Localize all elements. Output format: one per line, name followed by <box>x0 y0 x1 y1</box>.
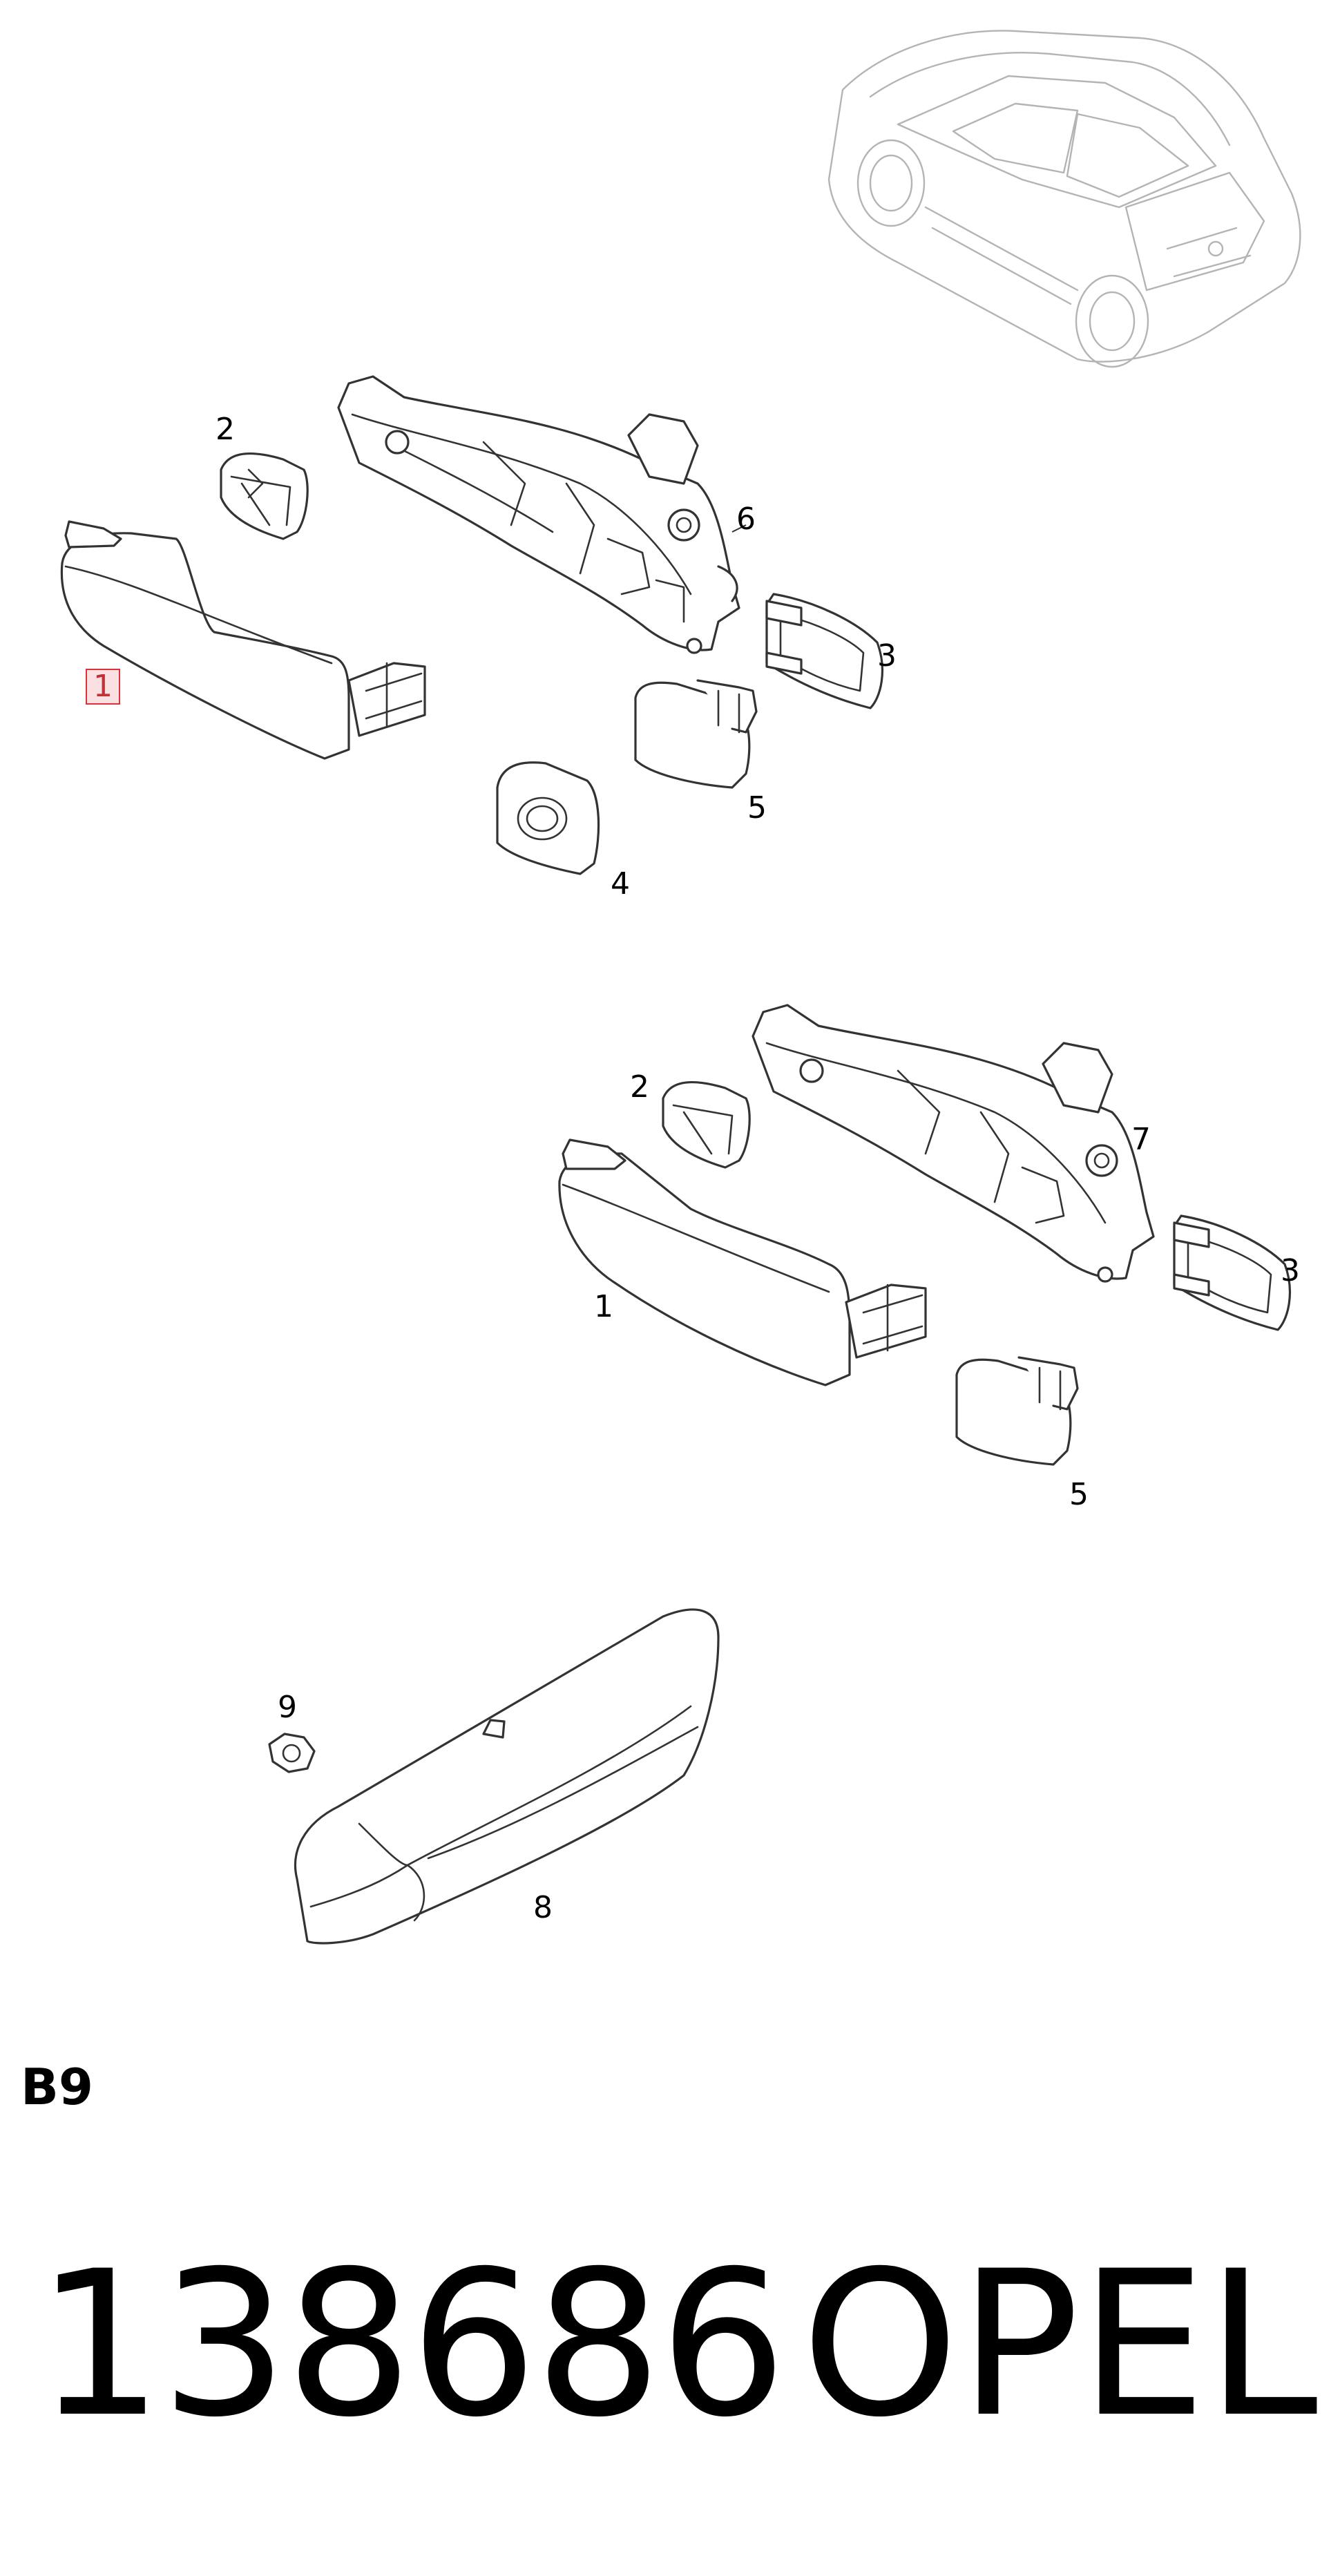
callout-mid-5: 5 <box>1069 1477 1089 1512</box>
callout-top-3: 3 <box>877 638 897 674</box>
gasket-part-3-top <box>765 593 884 709</box>
callout-top-4: 4 <box>611 866 630 901</box>
insert-part-2-mid <box>662 1080 751 1169</box>
nut-part-9 <box>268 1733 316 1773</box>
lock-cover-part-4 <box>496 761 600 875</box>
callout-top-6: 6 <box>736 502 756 537</box>
gasket-part-3-mid <box>1173 1214 1292 1331</box>
callout-top-2: 2 <box>216 412 235 447</box>
handle-part-1-mid <box>558 1138 927 1386</box>
callout-top-5: 5 <box>747 790 767 826</box>
section-code: B9 <box>21 2058 93 2116</box>
bracket-frame-part-7 <box>752 1004 1155 1283</box>
brand-name: OPEL <box>801 2229 1318 2461</box>
callout-mid-2: 2 <box>630 1069 649 1105</box>
bracket-frame-part-6 <box>337 375 740 654</box>
callout-bot-8: 8 <box>533 1890 553 1925</box>
exploded-parts-diagram: 2 6 1 3 5 4 2 7 3 1 5 9 8 <box>60 30 1301 1945</box>
end-cap-part-5-mid <box>955 1356 1079 1466</box>
part-number: 138686 <box>36 2229 787 2461</box>
handle-part-1-top <box>60 520 426 760</box>
car-thumbnail <box>827 30 1301 368</box>
tailgate-handle-part-8 <box>294 1608 720 1945</box>
diagram-drawing <box>60 30 1301 1945</box>
callout-top-1-highlighted[interactable]: 1 <box>86 669 120 705</box>
callout-bot-9: 9 <box>278 1690 297 1725</box>
callout-mid-7: 7 <box>1131 1122 1151 1157</box>
end-cap-part-5-top <box>634 679 758 789</box>
insert-part-2-top <box>220 452 309 540</box>
callout-mid-3: 3 <box>1281 1253 1300 1288</box>
callout-mid-1: 1 <box>594 1289 613 1324</box>
